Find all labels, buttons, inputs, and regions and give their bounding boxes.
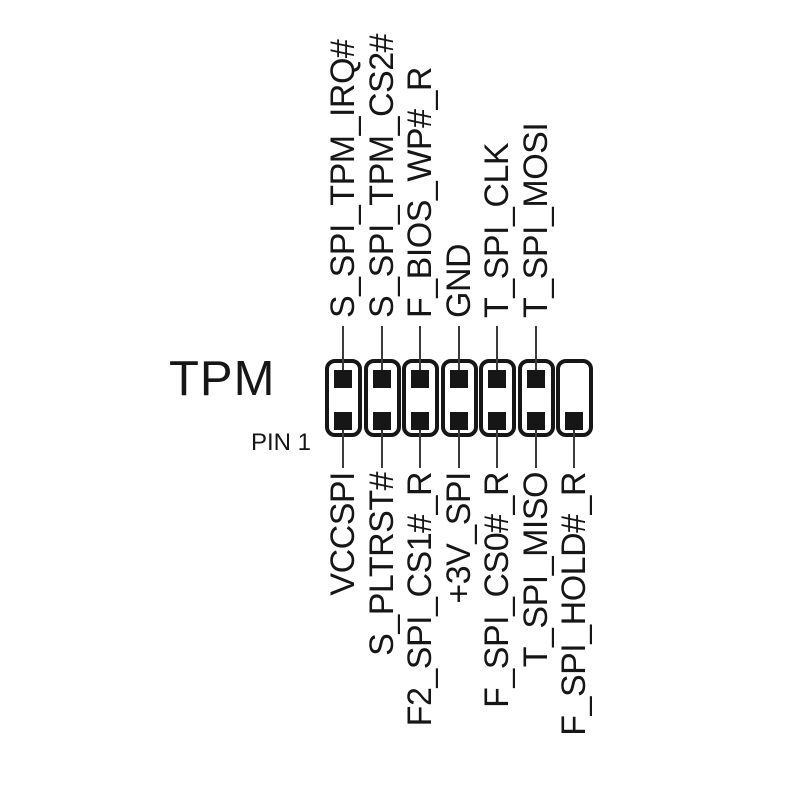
pin-square-bottom	[565, 412, 583, 430]
leader-line-top	[535, 326, 537, 379]
pin-label-bottom: S_PLTRST#	[363, 472, 401, 656]
pin-square-top	[488, 370, 506, 388]
header-title: TPM	[169, 352, 276, 406]
leader-line-top	[342, 326, 344, 379]
pin-square-top	[527, 370, 545, 388]
pin-square-top	[411, 370, 429, 388]
leader-line-bottom	[573, 421, 575, 468]
leader-line-bottom	[381, 421, 383, 468]
pin-label-bottom: +3V_SPI	[440, 472, 478, 604]
leader-line-bottom	[535, 421, 537, 468]
pin-square-bottom	[450, 412, 468, 430]
pin-label-bottom: VCCSPI	[324, 472, 362, 596]
pin-label-bottom: F_SPI_CS0#_R	[478, 472, 516, 708]
pin-square-bottom	[411, 412, 429, 430]
pin-label-top: GND	[440, 243, 478, 318]
leader-line-top	[496, 326, 498, 379]
pin-square-top	[334, 370, 352, 388]
pin-label-top: S_SPI_TPM_CS2#	[363, 33, 401, 318]
leader-line-top	[419, 326, 421, 379]
leader-line-top	[381, 326, 383, 379]
pin-square-bottom	[334, 412, 352, 430]
pin-label-bottom: F2_SPI_CS1#_R	[401, 472, 439, 727]
pin-label-bottom: T_SPI_MISO	[517, 472, 555, 668]
pin-square-bottom	[488, 412, 506, 430]
pin-square-top	[450, 370, 468, 388]
leader-line-bottom	[342, 421, 344, 468]
pin-label-top: T_SPI_CLK	[478, 142, 516, 318]
leader-line-bottom	[419, 421, 421, 468]
pin1-marker: PIN 1	[251, 429, 312, 456]
leader-line-bottom	[496, 421, 498, 468]
pin-label-bottom: F_SPI_HOLD#_R	[555, 472, 593, 736]
leader-line-top	[458, 326, 460, 379]
pin-square-bottom	[373, 412, 391, 430]
pin-label-top: T_SPI_MOSI	[517, 122, 555, 318]
leader-line-bottom	[458, 421, 460, 468]
pin-square-top	[373, 370, 391, 388]
pin-label-top: S_SPI_TPM_IRQ#	[324, 39, 362, 318]
pin-square-bottom	[527, 412, 545, 430]
pin-label-top: F_BIOS_WP#_R	[401, 67, 439, 318]
